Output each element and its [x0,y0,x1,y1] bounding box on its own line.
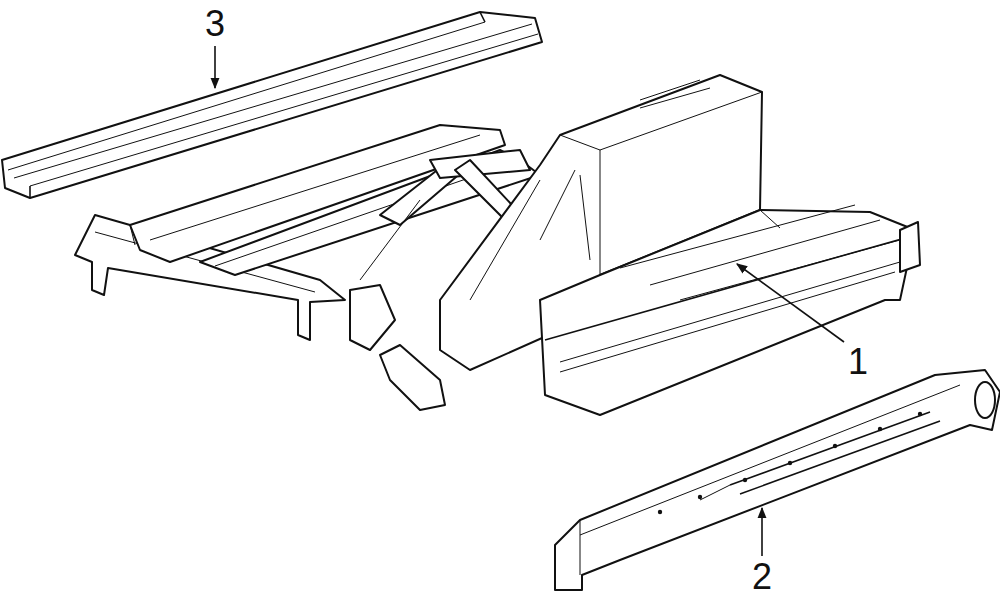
callout-number: 1 [848,344,868,380]
callout-number: 3 [205,6,225,42]
floor-frame [75,75,920,415]
leader-arrow [761,508,763,556]
callout-number: 2 [752,559,772,595]
lower-rail [555,370,1000,590]
leader-arrow [214,46,216,88]
leader-arrow [737,264,844,342]
